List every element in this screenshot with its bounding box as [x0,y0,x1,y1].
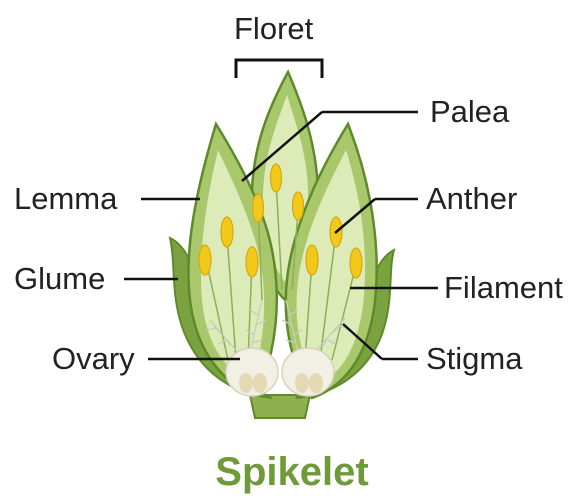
spikelet-base [250,395,310,418]
filament-label: Filament [444,272,563,303]
glume-label: Glume [14,263,105,294]
ovaries [226,348,334,396]
floret-bracket [236,60,322,78]
diagram-title: Spikelet [0,452,584,492]
ovary-label: Ovary [52,343,135,374]
lemma-label: Lemma [14,183,117,214]
palea-label: Palea [430,96,509,127]
stigma-label: Stigma [426,343,522,374]
floret-label: Floret [234,13,313,44]
anther-label: Anther [426,183,517,214]
